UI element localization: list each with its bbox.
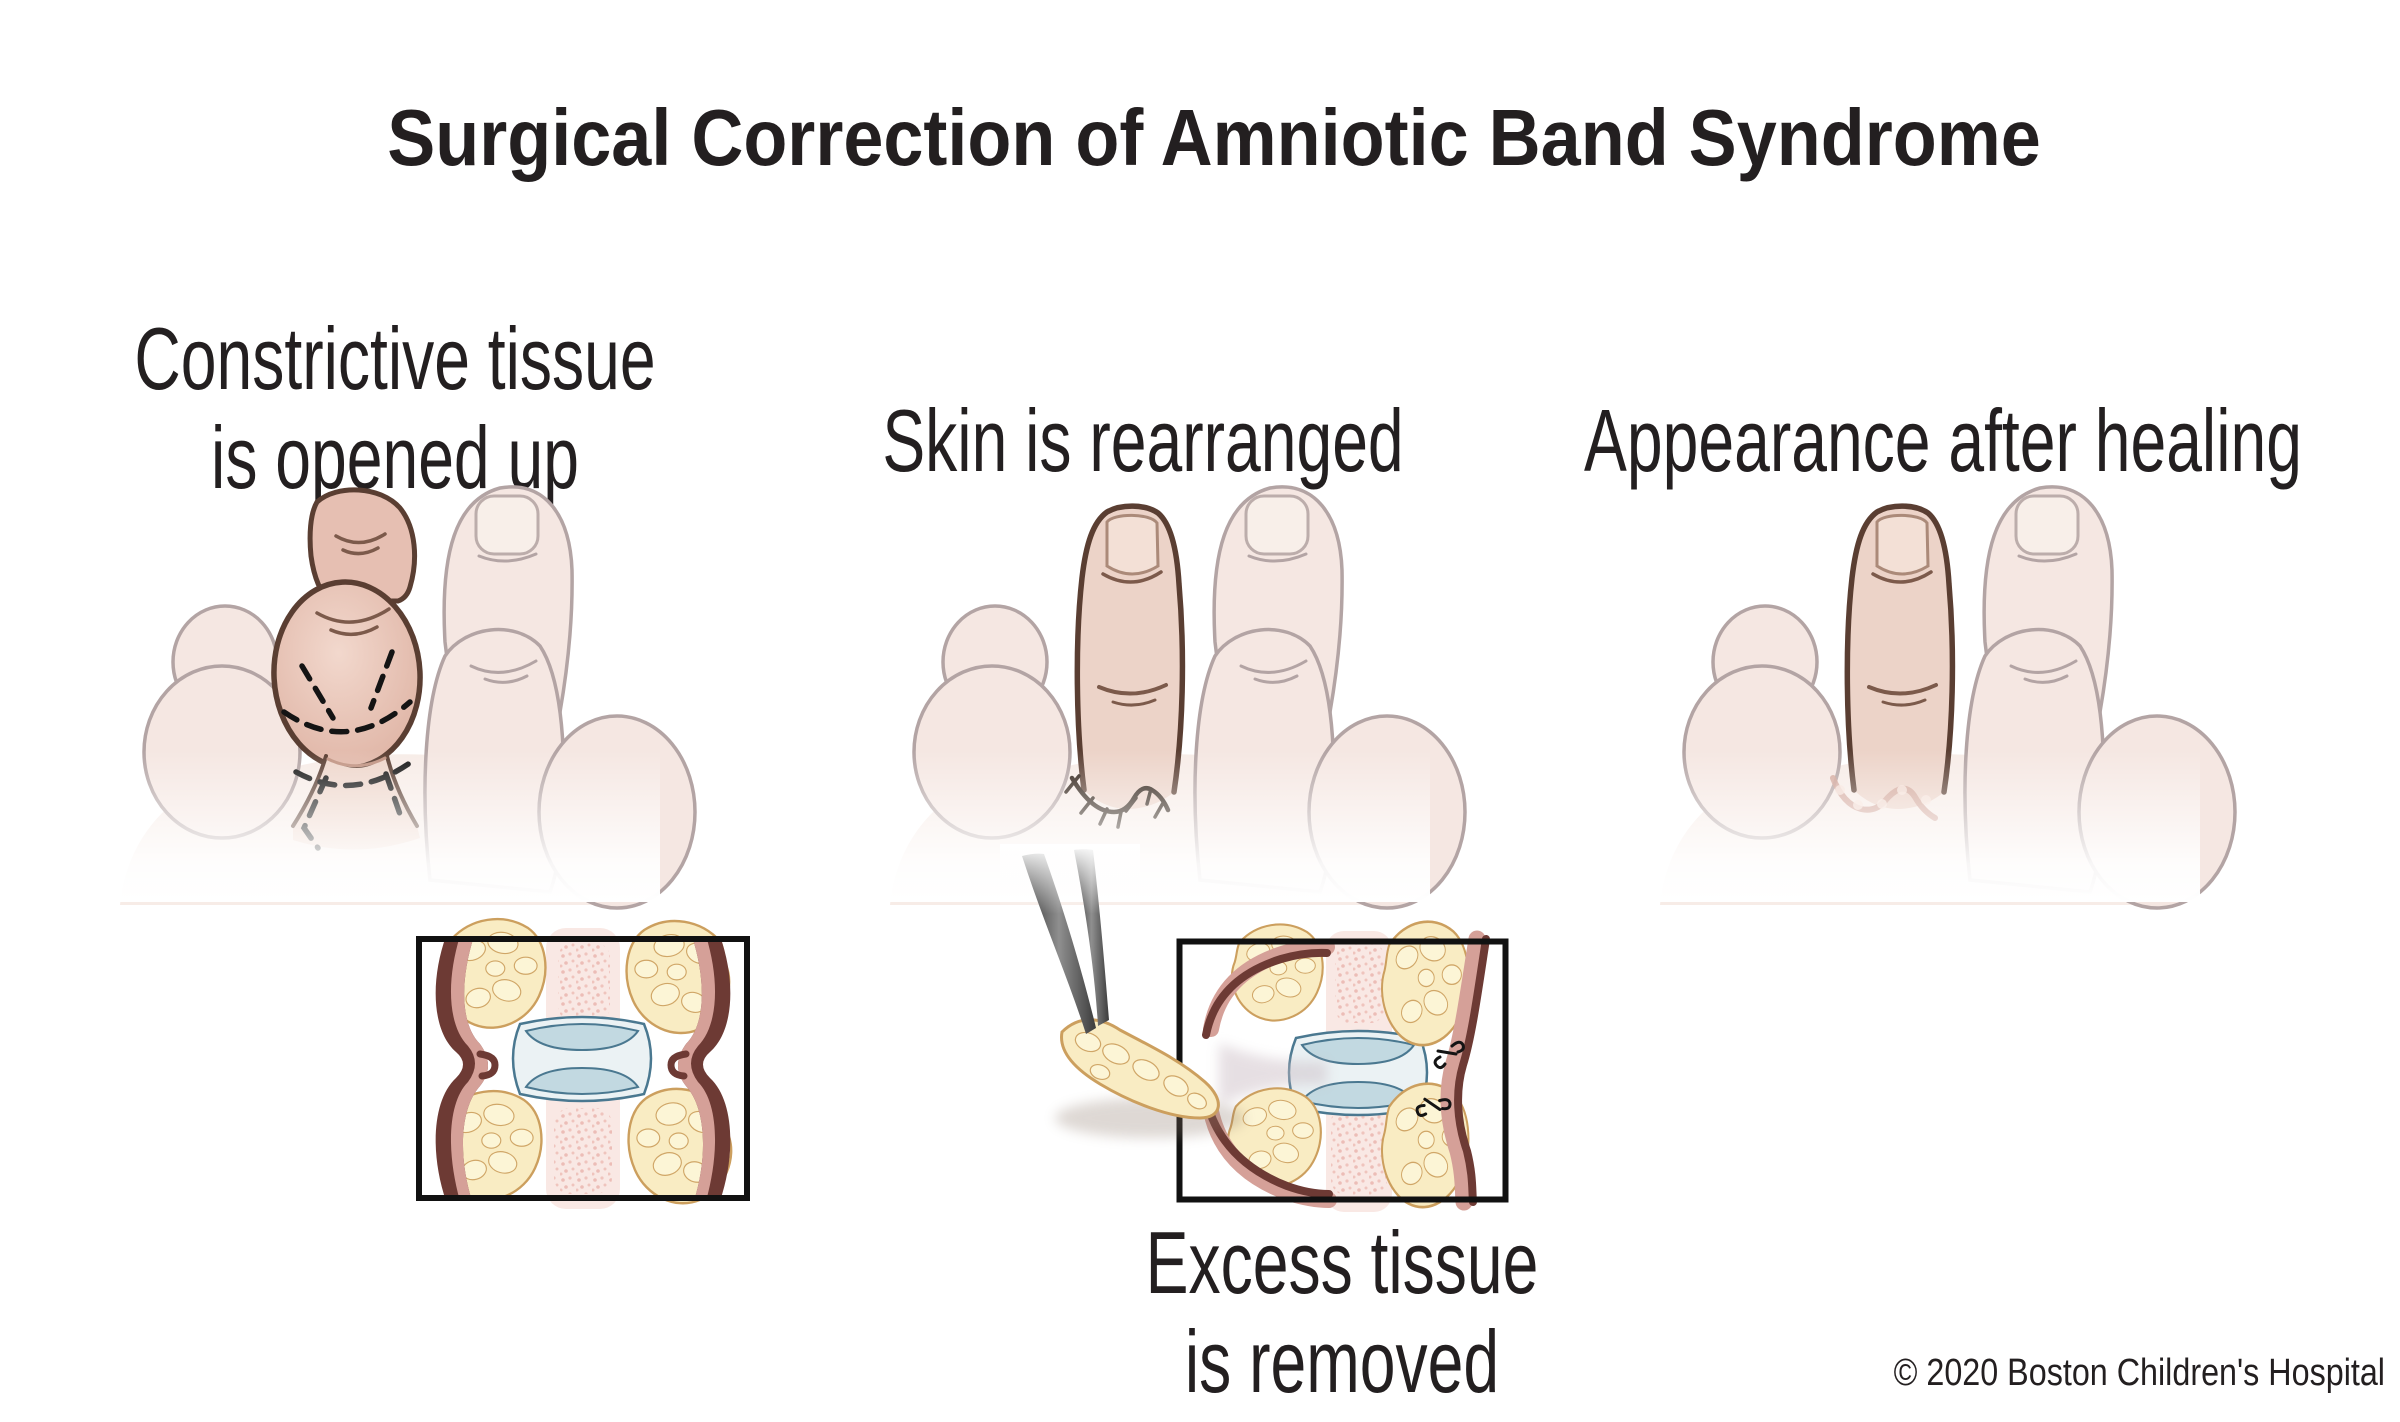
sutured-skin-right (1413, 930, 1490, 1211)
panel-label-skin-rearranged: Skin is rearranged (882, 391, 1404, 491)
inset-caption-line: Excess tissue (1145, 1213, 1539, 1312)
open-gap-shadow (1219, 1043, 1327, 1105)
bottom-fade (80, 750, 660, 902)
opened-skin-flap-upper (1202, 939, 1335, 1039)
hand-illustration-healed (1620, 485, 2237, 910)
panel-label-line: Appearance after healing (1584, 391, 2302, 490)
hand-illustration-rearranged (850, 485, 1467, 910)
bottom-fade (1620, 750, 2200, 902)
hand-illustration-constriction (80, 485, 697, 910)
page-title: Surgical Correction of Amniotic Band Syn… (387, 93, 2041, 182)
panel-label-after-healing: Appearance after healing (1584, 391, 2302, 491)
inset-caption-excess-tissue: Excess tissue is removed (1145, 1213, 1539, 1411)
copyright-notice: © 2020 Boston Children's Hospital (1893, 1352, 2385, 1394)
healed-finger (1844, 503, 1956, 809)
tweezers-top-fade (1000, 844, 1140, 914)
fingernail (1105, 513, 1160, 576)
repaired-finger (1074, 503, 1186, 809)
panel-label-line: Constrictive tissue (134, 309, 656, 408)
inset-caption-line: is removed (1184, 1311, 1500, 1411)
inset-cross-section-constricted (416, 917, 750, 1209)
fingernail (1875, 513, 1930, 576)
inset-cross-section-repair-group (1000, 844, 1509, 1212)
panel-label-constriction-opened: Constrictive tissue is opened up (134, 309, 656, 507)
joint-cartilage (511, 1015, 653, 1103)
excised-tissue (1055, 1018, 1245, 1138)
inset-cross-section-repaired (1176, 920, 1509, 1212)
panel-label-line: Skin is rearranged (882, 391, 1404, 490)
inset-border (416, 936, 750, 1201)
